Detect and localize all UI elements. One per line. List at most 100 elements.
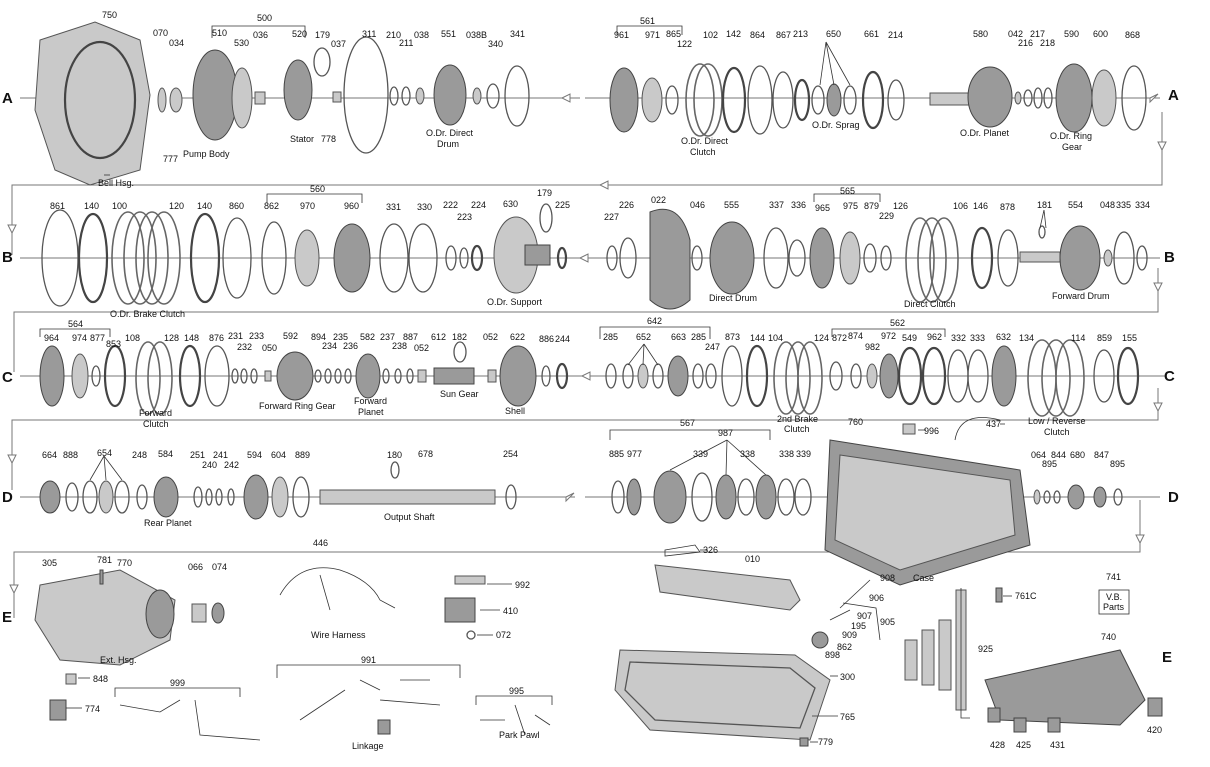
part-052-graphic <box>417 369 427 383</box>
part-number: 226 <box>619 200 634 210</box>
odr-ring-gear-graphic <box>1055 63 1093 133</box>
part-652-graphic-3 <box>652 363 664 389</box>
part-779-graphic <box>799 737 809 747</box>
flow-arrow-a-end <box>1149 93 1159 104</box>
part-661-graphic <box>861 70 885 130</box>
part-337-graphic <box>763 227 789 289</box>
part-594-graphic <box>243 474 269 520</box>
bracket-905 <box>842 602 881 641</box>
part-241-graphic <box>215 488 223 506</box>
bracket-991 <box>276 664 461 678</box>
part-872-graphic <box>829 361 843 391</box>
odr-planet-graphic <box>967 66 1013 128</box>
odr-direct-clutch-graphic-2 <box>693 63 723 137</box>
part-number: 128 <box>164 333 179 343</box>
part-number: 148 <box>184 333 199 343</box>
caption: O.Dr. Support <box>487 297 543 307</box>
part-number: 873 <box>725 332 740 342</box>
part-781-graphic <box>99 569 104 585</box>
part-number: 868 <box>1125 30 1140 40</box>
part-886-graphic <box>541 365 551 387</box>
part-number: 428 <box>990 740 1005 750</box>
caption: O.Dr. Ring <box>1050 131 1092 141</box>
odr-direct-clutch-graphic <box>685 63 715 137</box>
row-letter-e-left: E <box>2 609 12 626</box>
caption: Planet <box>358 407 384 417</box>
part-975-graphic <box>839 231 861 285</box>
part-227-graphic <box>606 245 618 271</box>
part-864-graphic <box>747 65 773 135</box>
part-437-wire-graphic <box>954 417 1001 441</box>
part-326-graphic <box>664 544 701 557</box>
part-number: 879 <box>864 201 879 211</box>
pump-body-graphic <box>192 49 238 141</box>
valve-spring-graphic-1 <box>904 639 918 681</box>
flow-arrow-d <box>565 492 575 503</box>
part-247-graphic <box>705 363 717 389</box>
part-number: 781 <box>97 555 112 565</box>
part-140-graphic-2 <box>189 212 221 304</box>
flow-arrow-ab-2 <box>598 180 609 190</box>
part-046-graphic <box>691 245 703 271</box>
caption: O.Dr. Brake Clutch <box>110 309 185 319</box>
part-number: 227 <box>604 212 619 222</box>
part-number: 853 <box>106 339 121 349</box>
part-879-graphic <box>863 243 877 273</box>
part-number: 180 <box>387 450 402 460</box>
part-number: 650 <box>826 29 841 39</box>
odr-support-hub-graphic <box>524 244 551 266</box>
part-number: 244 <box>555 334 570 344</box>
part-217-graphic <box>1033 87 1043 109</box>
part-number: 340 <box>488 39 503 49</box>
part-052-b-graphic <box>487 369 497 383</box>
bracket-999 <box>114 687 241 697</box>
part-888-graphic <box>65 482 79 512</box>
part-number: 300 <box>840 672 855 682</box>
part-894-graphic <box>314 369 322 383</box>
caption: Park Pawl <box>499 730 540 740</box>
part-number: 254 <box>503 449 518 459</box>
part-number: 102 <box>703 30 718 40</box>
part-number: 104 <box>768 333 783 343</box>
part-number: 182 <box>452 332 467 342</box>
part-number: 311 <box>362 29 376 39</box>
part-number: 236 <box>343 341 358 351</box>
bracket-564 <box>39 328 111 337</box>
part-232-graphic <box>240 368 248 384</box>
caption: Direct Clutch <box>904 299 956 309</box>
caption: 778 <box>321 134 336 144</box>
bracket-562 <box>831 328 946 337</box>
part-number: 680 <box>1070 450 1085 460</box>
row-letter-d-right: D <box>1168 489 1179 506</box>
part-022-band-graphic <box>649 208 691 310</box>
caption: Output Shaft <box>384 512 435 522</box>
part-240-graphic <box>205 488 213 506</box>
part-number: 247 <box>705 342 720 352</box>
part-961-graphic <box>609 67 639 133</box>
part-number: 622 <box>510 332 525 342</box>
part-number: 987 <box>718 428 733 438</box>
part-885-graphic <box>611 480 625 514</box>
part-number: 072 <box>496 630 511 640</box>
part-number: 229 <box>879 211 894 221</box>
part-909-graphic <box>811 631 829 649</box>
part-number: 555 <box>724 200 739 210</box>
part-number: 179 <box>537 188 552 198</box>
part-number: 878 <box>1000 202 1015 212</box>
part-number: 070 <box>153 28 168 38</box>
part-number: 678 <box>418 449 433 459</box>
part-number: 231 <box>228 331 243 341</box>
part-339-c-graphic <box>794 478 812 516</box>
rear-planet-graphic <box>153 476 179 518</box>
part-999-graphic <box>119 699 261 741</box>
part-number: 333 <box>970 333 985 343</box>
part-number: 420 <box>1147 725 1162 735</box>
part-982-graphic <box>866 363 878 389</box>
ext-housing-graphic <box>34 569 176 666</box>
part-420-graphic <box>1147 697 1163 717</box>
part-number: 214 <box>888 30 903 40</box>
part-335-graphic <box>1113 231 1135 285</box>
caption: 2nd Brake <box>777 414 818 424</box>
part-number: 425 <box>1016 740 1031 750</box>
part-number: 339 <box>796 449 811 459</box>
